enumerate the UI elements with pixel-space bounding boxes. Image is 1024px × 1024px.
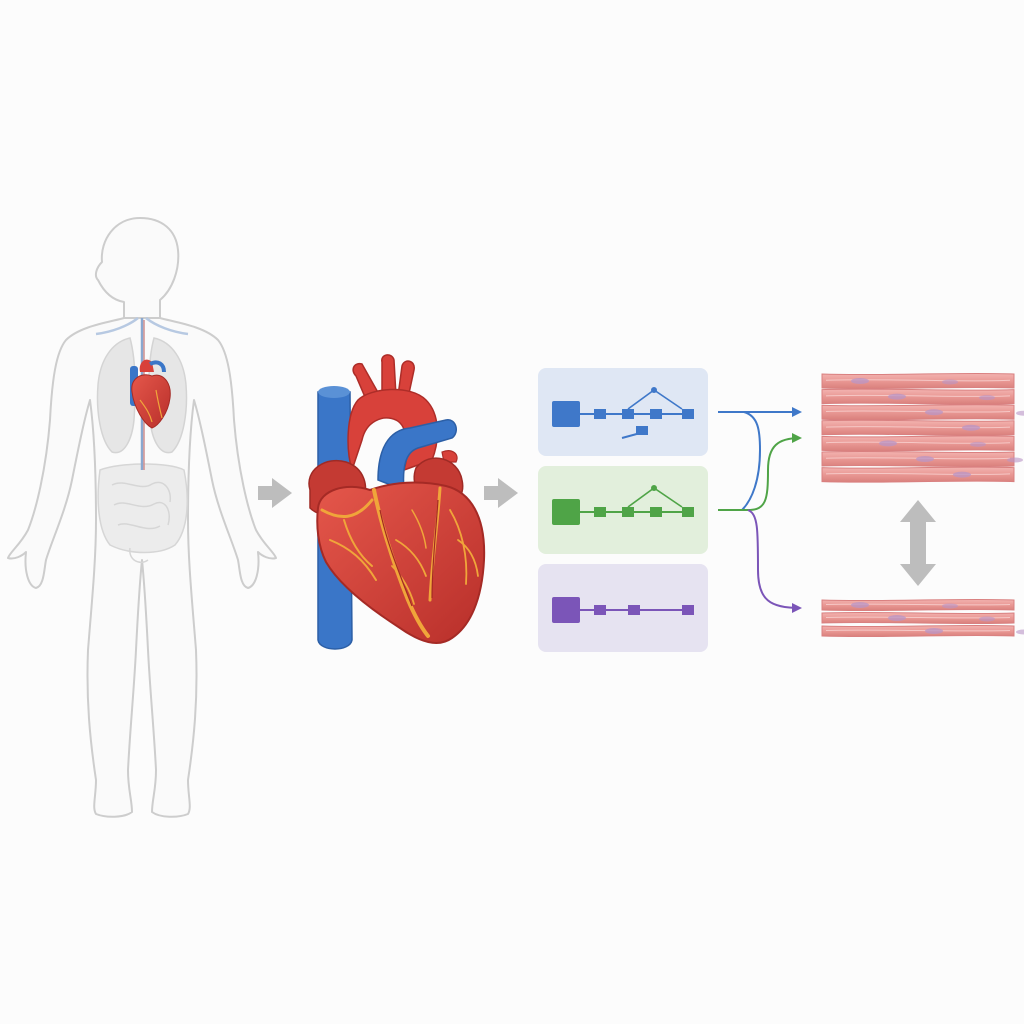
exon-block: [622, 409, 634, 419]
body-outline: [7, 217, 277, 818]
cell-nucleus: [962, 424, 980, 431]
cell-nucleus: [925, 409, 943, 416]
exon-block: [650, 409, 662, 419]
muscle-fiber: [821, 419, 1015, 436]
exon-block: [552, 499, 580, 525]
exon-block: [682, 605, 694, 615]
isoform-panel-2: [538, 466, 708, 554]
human-body-icon: [7, 217, 277, 818]
muscle-fiber: [821, 598, 1015, 612]
flow-arrow-1-icon: [258, 478, 292, 508]
isoform-connectors: [718, 407, 802, 613]
cell-nucleus: [888, 393, 906, 400]
cell-nucleus: [970, 441, 986, 447]
cell-nucleus: [942, 603, 958, 609]
pulmonary-artery: [377, 419, 457, 492]
cell-nucleus: [979, 616, 995, 622]
blue-connector-branch: [741, 411, 762, 511]
thin-muscle-fibers-icon: [821, 598, 1024, 638]
muscle-fiber: [821, 372, 1015, 390]
cell-nucleus: [1016, 410, 1024, 416]
exon-block: [650, 507, 662, 517]
exon-block: [628, 605, 640, 615]
exon-block: [594, 605, 606, 615]
anatomical-heart-icon: [308, 354, 486, 650]
exon-block: [682, 409, 694, 419]
isoform-panels: [538, 368, 708, 652]
double-headed-vertical-arrow-icon: [900, 500, 936, 586]
muscle-fiber: [821, 466, 1015, 483]
flow-arrow-2-icon: [484, 478, 518, 508]
cell-nucleus: [888, 615, 906, 621]
muscle-fiber: [821, 611, 1015, 625]
cell-nucleus: [925, 628, 943, 634]
cell-nucleus: [916, 456, 934, 462]
dense-muscle-fibers-icon: [821, 372, 1024, 483]
muscle-fiber: [821, 388, 1015, 405]
exon-block: [552, 401, 580, 427]
exon-block: [594, 507, 606, 517]
cell-nucleus: [942, 379, 958, 385]
isoform-panel-3: [538, 564, 708, 652]
purple-connector-arrow: [747, 509, 802, 613]
exon-block: [622, 507, 634, 517]
muscle-fiber: [821, 624, 1015, 638]
cell-nucleus: [851, 602, 869, 608]
small-heart-icon: [130, 359, 171, 429]
cell-nucleus: [851, 378, 869, 384]
cell-nucleus: [1016, 629, 1024, 635]
isoform-panel-1: [538, 368, 708, 456]
cell-nucleus: [953, 471, 971, 478]
cell-nucleus: [879, 440, 897, 447]
cell-nucleus: [979, 395, 995, 401]
exon-block: [636, 426, 648, 435]
cell-nucleus: [1007, 457, 1023, 463]
intestines-icon: [97, 463, 188, 564]
exon-block: [594, 409, 606, 419]
exon-block: [552, 597, 580, 623]
muscle-fiber: [821, 404, 1015, 421]
exon-block: [682, 507, 694, 517]
heart-ventricles: [316, 481, 486, 644]
green-connector-arrow: [718, 433, 802, 511]
muscle-fiber: [821, 435, 1015, 452]
